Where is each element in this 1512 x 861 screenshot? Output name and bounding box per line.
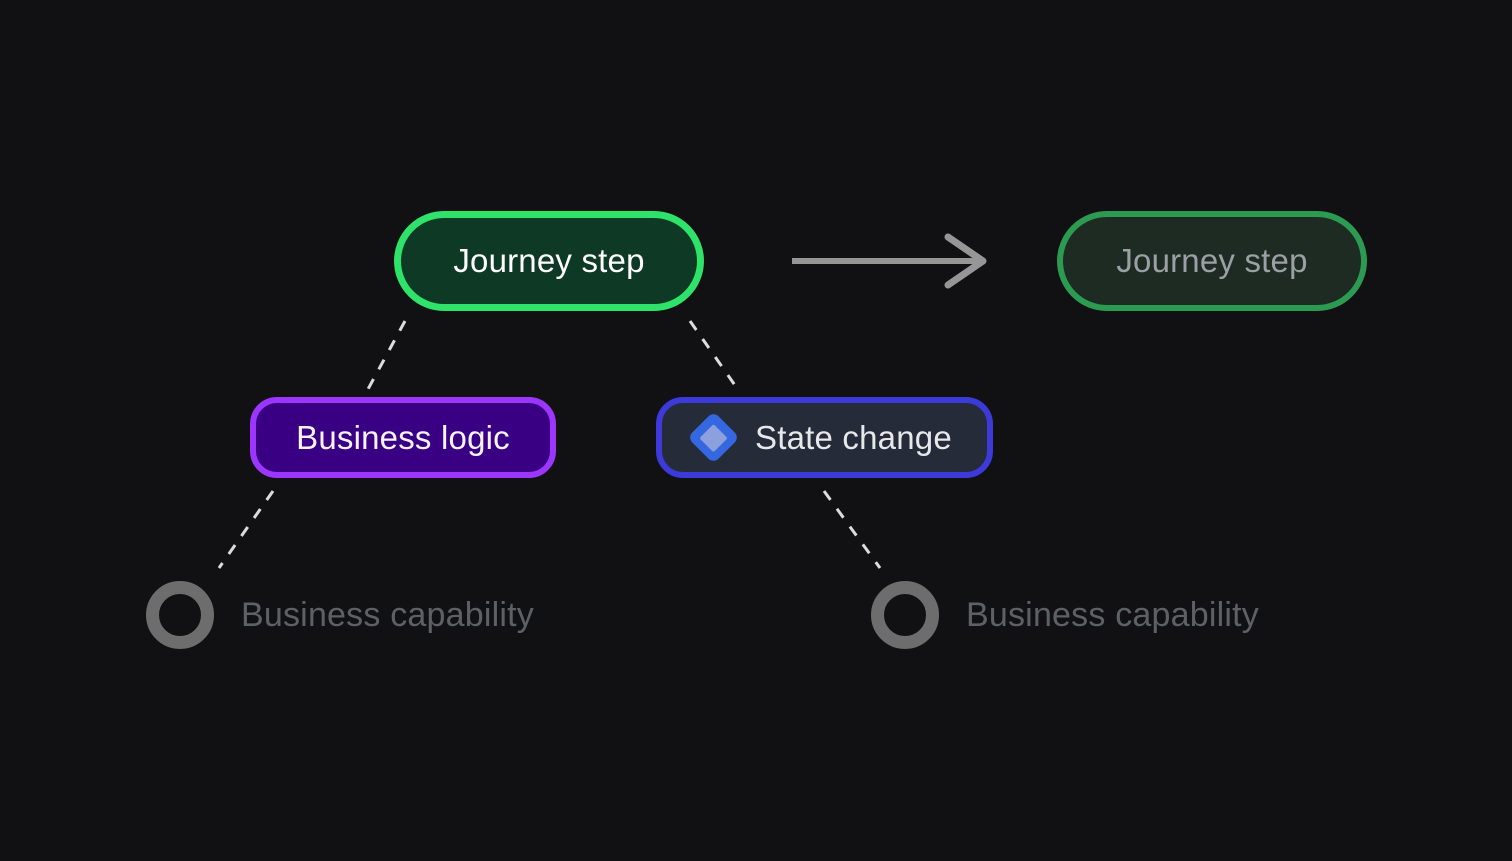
journey-step-target-label: Journey step xyxy=(1116,242,1308,279)
dashed-connector-business-logic-to-capability xyxy=(217,490,275,569)
business-logic-label: Business logic xyxy=(296,418,510,456)
dashed-connector-journey-to-business-logic xyxy=(365,320,407,392)
diamond-icon xyxy=(686,411,740,464)
business-logic-node[interactable]: Business logic xyxy=(250,397,556,478)
dashed-connector-journey-to-state-change xyxy=(688,320,741,392)
diamond-icon-outer xyxy=(686,411,740,464)
arrow-head-icon xyxy=(944,233,987,289)
circle-icon xyxy=(146,581,214,649)
journey-step-node-active[interactable]: Journey step xyxy=(394,211,704,311)
circle-icon xyxy=(871,581,939,649)
business-capability-item-left[interactable]: Business capability xyxy=(146,581,534,649)
business-capability-item-right[interactable]: Business capability xyxy=(871,581,1259,649)
state-change-node[interactable]: State change xyxy=(656,397,993,478)
business-capability-right-label: Business capability xyxy=(966,595,1259,634)
journey-step-node-target[interactable]: Journey step xyxy=(1057,211,1367,311)
business-capability-left-label: Business capability xyxy=(241,595,534,634)
journey-step-active-label: Journey step xyxy=(453,242,645,279)
dashed-connector-state-change-to-capability xyxy=(822,490,882,569)
diamond-icon-inner xyxy=(698,423,728,452)
state-change-label: State change xyxy=(755,418,952,456)
